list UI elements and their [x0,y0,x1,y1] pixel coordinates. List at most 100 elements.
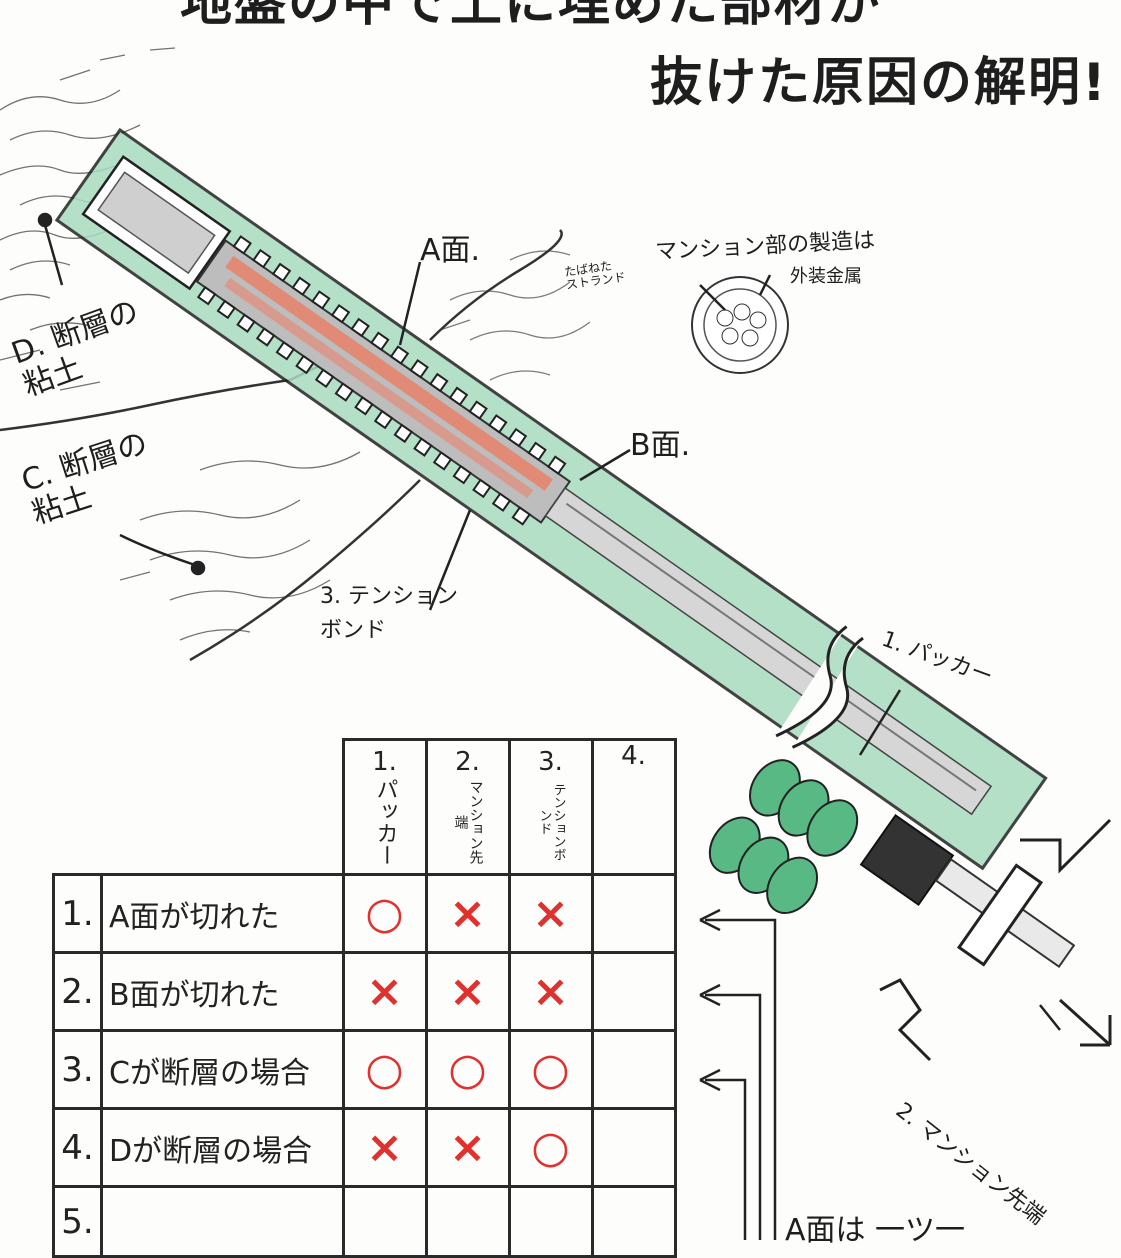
rib-tooth [275,340,296,361]
ribs-top [232,235,567,475]
col-num-4: 4. [621,741,646,771]
row-label [100,1185,345,1258]
rib-tooth [409,359,429,379]
ribs-bottom [196,285,531,526]
retaining-wall [879,818,1112,1062]
mark-cell [590,873,677,954]
free-length-tendon [544,487,993,816]
rib-tooth [311,290,331,310]
rib-tooth [413,437,433,457]
rib-tooth [432,451,453,471]
row-label: Cが断層の場合 [100,1029,345,1110]
break-mark [775,625,864,749]
col-num-1: 1. [372,747,397,777]
leader-lines [37,212,1061,1240]
rib-tooth [236,313,256,333]
rib-tooth [255,327,276,347]
label-face-a: A面. [420,233,481,268]
mark-cell: ○ [424,1029,511,1110]
mark-cell [590,1029,677,1110]
row-label: B面が切れた [100,951,345,1032]
mark-cell [590,1185,677,1258]
mark-cell [424,1185,511,1258]
mark-cell: ○ [341,1029,428,1110]
col-name-2: マンション先端 [452,780,484,864]
rib-tooth [389,345,410,365]
matrix-corner-blank-2 [102,740,344,875]
fault-line-right [429,229,563,341]
pull-arrow [1058,998,1112,1047]
mark-cell: × [424,873,511,954]
matrix-row: 2. B面が切れた × × × [52,951,677,1032]
matrix-row: 1. A面が切れた ○ × × [52,873,677,954]
rib-tooth [295,354,315,375]
rib-tooth [468,400,488,420]
rib-tooth [291,276,311,296]
rib-tooth [547,455,567,475]
label-outer-metal: 外装金属 [790,266,862,287]
mark-cell [507,1185,594,1258]
label-bottom-note: A面は 一ツ一 [785,1213,966,1248]
matrix-row: 4. Dが断層の場合 × × ○ [52,1107,677,1188]
mark-cell: × [507,873,594,954]
rib-tooth [511,506,531,526]
col-header-1: 1. パッカー [341,738,428,876]
rib-tooth [314,368,335,389]
rib-tooth [350,317,370,338]
mark-cell: ○ [341,873,428,954]
bearing-plate [956,863,1044,967]
fault-line-lower [189,479,421,662]
mark-cell [341,1185,428,1258]
col-name-3: テンションボンド [536,783,566,861]
row-num: 3. [52,1029,103,1110]
rib-tooth [472,478,492,499]
rib-tooth [216,299,237,320]
row-num: 5. [52,1185,103,1258]
col-header-4: 4. [590,738,677,876]
mark-cell: × [341,951,428,1032]
mark-cell: × [424,1107,511,1188]
rib-tooth [370,331,390,351]
col-name-1: パッカー [372,778,398,866]
rib-tooth [232,235,252,255]
label-face-b: B面. [630,428,691,463]
rib-tooth [196,285,217,306]
rib-tooth [488,414,508,434]
col-header-3: 3. テンションボンド [507,738,594,876]
clay-layer-d-hatching [0,47,176,391]
rib-tooth [334,382,355,402]
clay-layer-right-hatching [439,250,591,381]
row-label: Dが断層の場合 [100,1107,345,1188]
clay-layer-c-hatching [119,451,361,641]
mark-cell: × [507,951,594,1032]
rib-tooth [527,441,547,462]
row-num: 4. [52,1107,103,1188]
row-num: 2. [52,951,103,1032]
mark-cell: × [424,951,511,1032]
rib-tooth [491,492,512,512]
rib-tooth [354,396,374,416]
matrix-row: 5. [52,1185,677,1258]
rib-tooth [393,423,413,444]
rib-tooth [507,427,528,448]
mark-cell: ○ [507,1107,594,1188]
matrix-row: 3. Cが断層の場合 ○ ○ ○ [52,1029,677,1110]
rib-tooth [373,409,394,430]
rib-tooth [330,303,351,324]
tendon-red-core [225,255,553,491]
col-num-3: 3. [538,747,563,777]
matrix-header-row: 1. パッカー 2. マンション先端 3. テンションボンド 4. [54,738,677,876]
rib-tooth [448,386,469,407]
cause-matrix: 1. パッカー 2. マンション先端 3. テンションボンド 4. 1. A面が… [52,738,677,1258]
title-line-1: 地盤の中で土に埋めた部材が [180,0,883,33]
tendon-red-core-2 [224,277,534,499]
rib-tooth [252,248,272,269]
title-line-2: 抜けた原因の解明! [650,53,1108,113]
strand-wrap [97,171,216,275]
mark-cell: ○ [507,1029,594,1110]
row-num: 1. [52,873,103,954]
free-length-line [565,502,977,792]
mark-cell: × [341,1107,428,1188]
matrix-corner-blank [54,740,102,875]
